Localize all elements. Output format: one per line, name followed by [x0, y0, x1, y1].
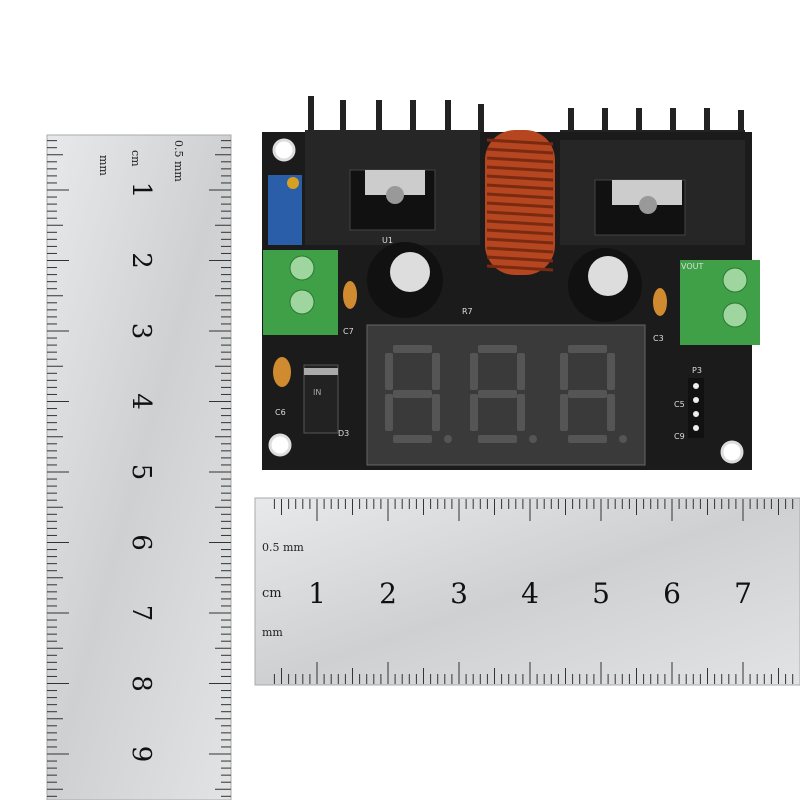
display-segment — [393, 390, 432, 398]
label-p3: P3 — [692, 366, 702, 375]
horizontal-ruler: 0.5 mm cm mm 1 2 3 4 5 6 7 — [254, 497, 800, 686]
vertical-ruler-number: 4 — [126, 393, 156, 410]
display-segment — [478, 435, 517, 443]
buck-converter-board: U1 C7 C6 D3 R7 C3 P3 C5 C9 VOUT IN — [262, 96, 760, 470]
horizontal-ruler-number: 1 — [308, 577, 326, 610]
label-c5: C5 — [674, 400, 685, 409]
display-segment — [568, 345, 607, 353]
display-segment — [432, 394, 440, 431]
horizontal-ruler-number: 6 — [663, 577, 681, 610]
display-segment — [607, 353, 615, 390]
display-segment — [568, 390, 607, 398]
display-segment — [432, 353, 440, 390]
horizontal-ruler-number: 5 — [592, 577, 610, 610]
horizontal-ruler-number: 7 — [734, 577, 752, 610]
vertical-ruler-number: 1 — [126, 182, 156, 199]
display-segment — [385, 353, 393, 390]
display-segment — [478, 390, 517, 398]
display-segment — [393, 345, 432, 353]
label-r7: R7 — [462, 307, 473, 316]
inductor — [485, 130, 555, 275]
horizontal-ruler-number: 2 — [379, 577, 397, 610]
vertical-ruler-number: 2 — [126, 252, 156, 269]
display-segment — [517, 353, 525, 390]
horizontal-half-mm: 0.5 mm — [262, 541, 304, 554]
display-segment — [560, 394, 568, 431]
display-segment — [393, 435, 432, 443]
vertical-ruler-number: 8 — [126, 675, 156, 692]
diode — [303, 364, 339, 434]
vertical-ruler-number: 6 — [126, 534, 156, 551]
vertical-ruler-ticks — [47, 140, 231, 797]
output-terminal — [680, 260, 760, 345]
label-u1: U1 — [382, 236, 393, 245]
input-terminal — [263, 250, 338, 335]
display-segment — [560, 353, 568, 390]
display-dot — [529, 435, 537, 443]
vertical-unit-cm: cm — [129, 150, 142, 167]
display-segment — [385, 394, 393, 431]
vertical-half-mm: 0.5 mm — [172, 140, 185, 182]
horizontal-ruler-number: 3 — [450, 577, 468, 610]
display-segment — [517, 394, 525, 431]
vertical-ruler-number: 5 — [126, 464, 156, 481]
label-c7: C7 — [343, 327, 354, 336]
label-c9: C9 — [674, 432, 685, 441]
vertical-ruler: mm cm 0.5 mm 1 2 3 4 5 6 7 8 9 — [46, 134, 232, 800]
display-segment — [470, 353, 478, 390]
display-dot — [444, 435, 452, 443]
label-d3: D3 — [338, 429, 349, 438]
vertical-ruler-number: 7 — [126, 605, 156, 622]
display-segment — [478, 345, 517, 353]
display-segment — [607, 394, 615, 431]
horizontal-ruler-ticks — [273, 499, 794, 684]
vertical-ruler-number: 9 — [126, 746, 156, 763]
horizontal-unit-cm: cm — [262, 586, 282, 601]
horizontal-unit-mm: mm — [262, 626, 283, 639]
display-dot — [619, 435, 627, 443]
horizontal-ruler-number: 4 — [521, 577, 539, 610]
label-in: IN — [313, 388, 321, 397]
label-vout: VOUT — [681, 262, 703, 271]
vertical-unit-mm: mm — [97, 155, 110, 176]
label-c6: C6 — [275, 408, 286, 417]
display-segment — [568, 435, 607, 443]
vertical-ruler-number: 3 — [126, 323, 156, 340]
display-segment — [470, 394, 478, 431]
seven-segment-display — [366, 324, 646, 466]
label-c3: C3 — [653, 334, 664, 343]
